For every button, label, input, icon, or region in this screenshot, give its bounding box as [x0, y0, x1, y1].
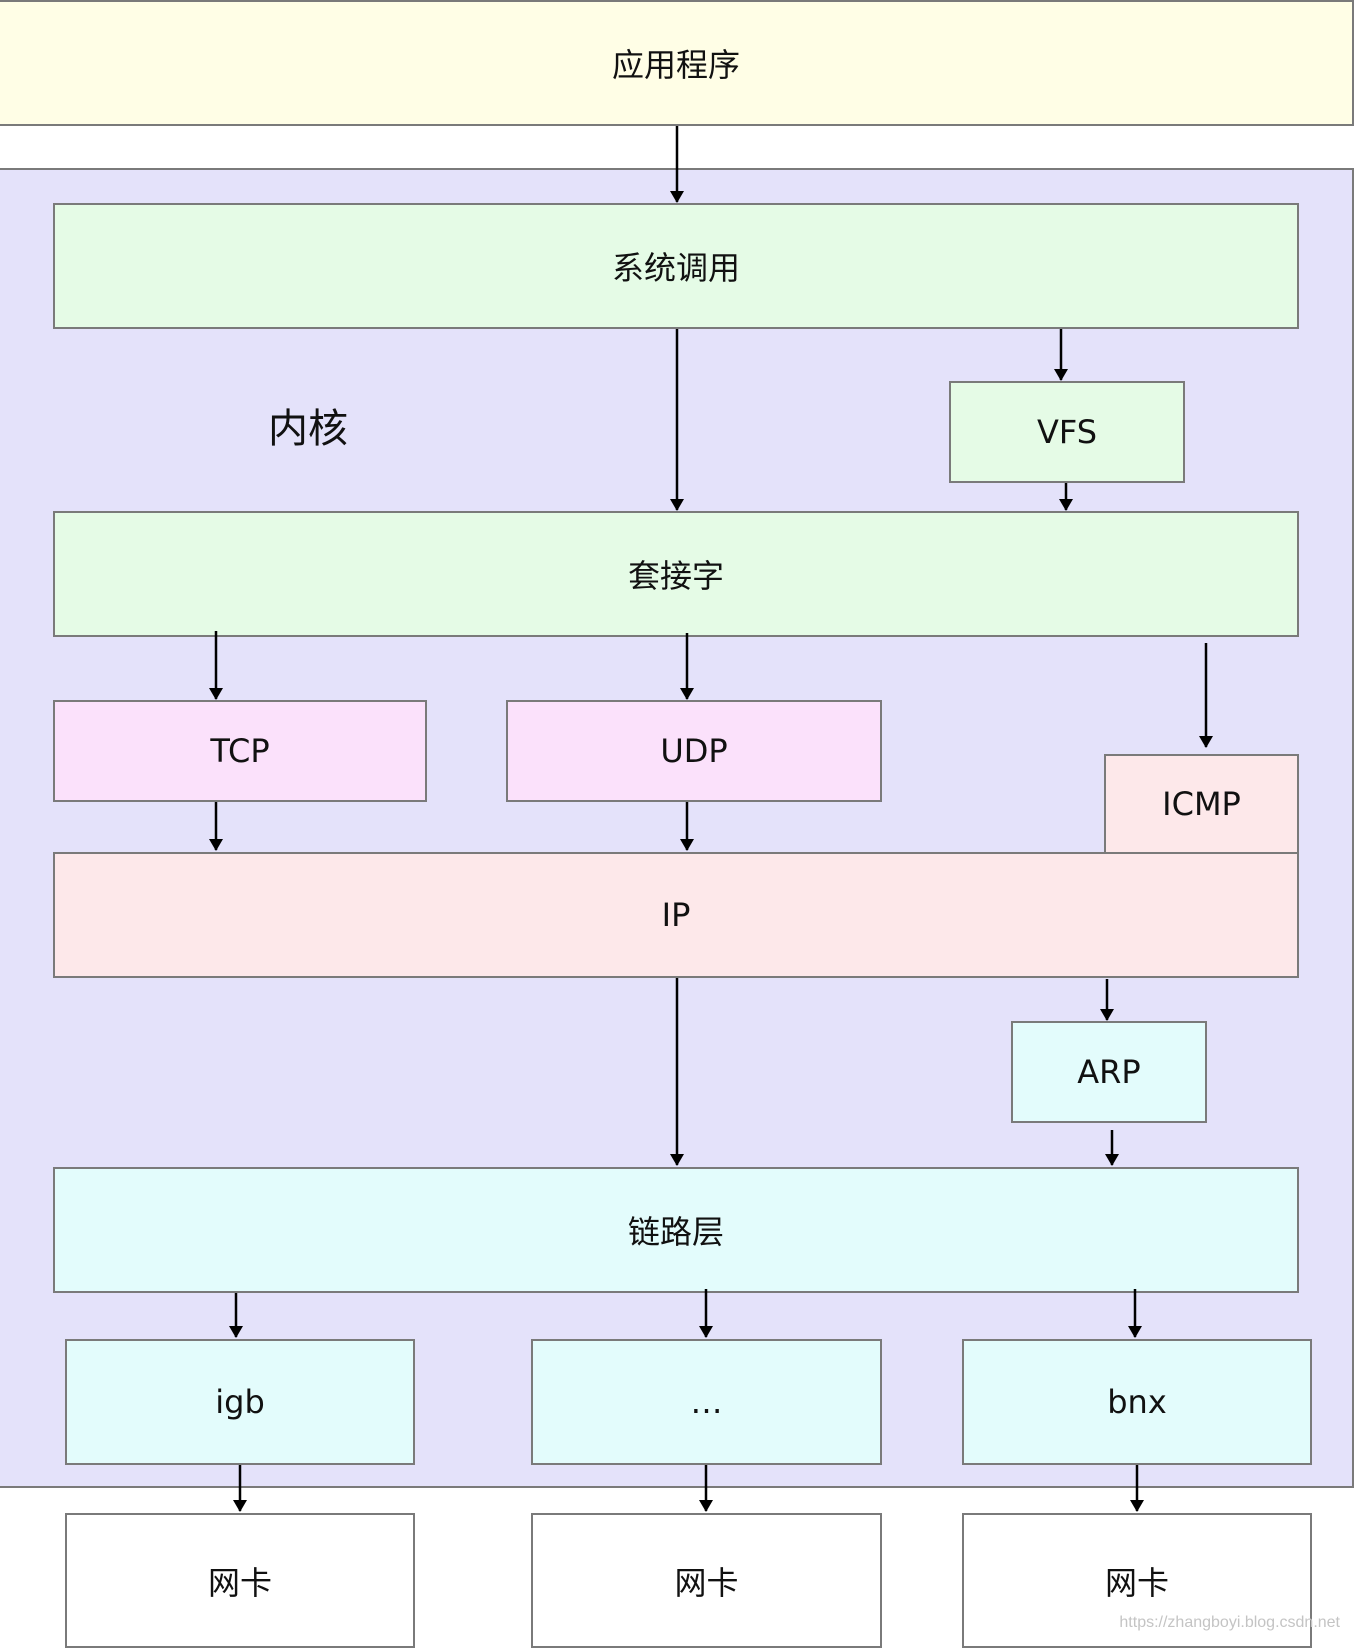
- node-driver-ellipsis-label: …: [690, 1383, 723, 1421]
- node-link: 链路层: [53, 1167, 1299, 1293]
- node-app: 应用程序: [0, 0, 1354, 126]
- node-nic-2: 网卡: [531, 1513, 882, 1648]
- kernel-label: 内核: [268, 406, 348, 452]
- node-driver-ellipsis: …: [531, 1339, 882, 1465]
- node-tcp-label: TCP: [210, 732, 270, 770]
- node-udp: UDP: [506, 700, 882, 802]
- node-arp: ARP: [1011, 1021, 1207, 1123]
- node-driver-bnx-label: bnx: [1107, 1383, 1167, 1421]
- node-nic-3-label: 网卡: [1104, 1563, 1169, 1602]
- node-link-label: 链路层: [627, 1213, 724, 1251]
- node-nic-2-label: 网卡: [674, 1563, 739, 1602]
- node-driver-igb-label: igb: [215, 1383, 265, 1421]
- node-vfs-label: VFS: [1036, 413, 1098, 451]
- watermark: https://zhangboyi.blog.csdn.net: [1119, 1614, 1340, 1631]
- node-ip-label: IP: [661, 896, 691, 934]
- node-syscall: 系统调用: [53, 203, 1299, 329]
- node-udp-label: UDP: [660, 732, 728, 770]
- node-ip: IP: [53, 852, 1299, 978]
- node-nic-1: 网卡: [65, 1513, 415, 1648]
- node-tcp: TCP: [53, 700, 427, 802]
- node-app-label: 应用程序: [611, 46, 740, 84]
- node-arp-label: ARP: [1077, 1053, 1141, 1091]
- node-driver-igb: igb: [65, 1339, 415, 1465]
- node-socket: 套接字: [53, 511, 1299, 637]
- node-nic-3: 网卡: [962, 1513, 1312, 1648]
- node-syscall-label: 系统调用: [611, 249, 740, 287]
- node-nic-1-label: 网卡: [207, 1563, 272, 1602]
- node-vfs: VFS: [949, 381, 1185, 483]
- node-icmp: ICMP: [1104, 754, 1299, 854]
- node-icmp-label: ICMP: [1162, 785, 1241, 823]
- node-driver-bnx: bnx: [962, 1339, 1312, 1465]
- node-socket-label: 套接字: [627, 557, 724, 595]
